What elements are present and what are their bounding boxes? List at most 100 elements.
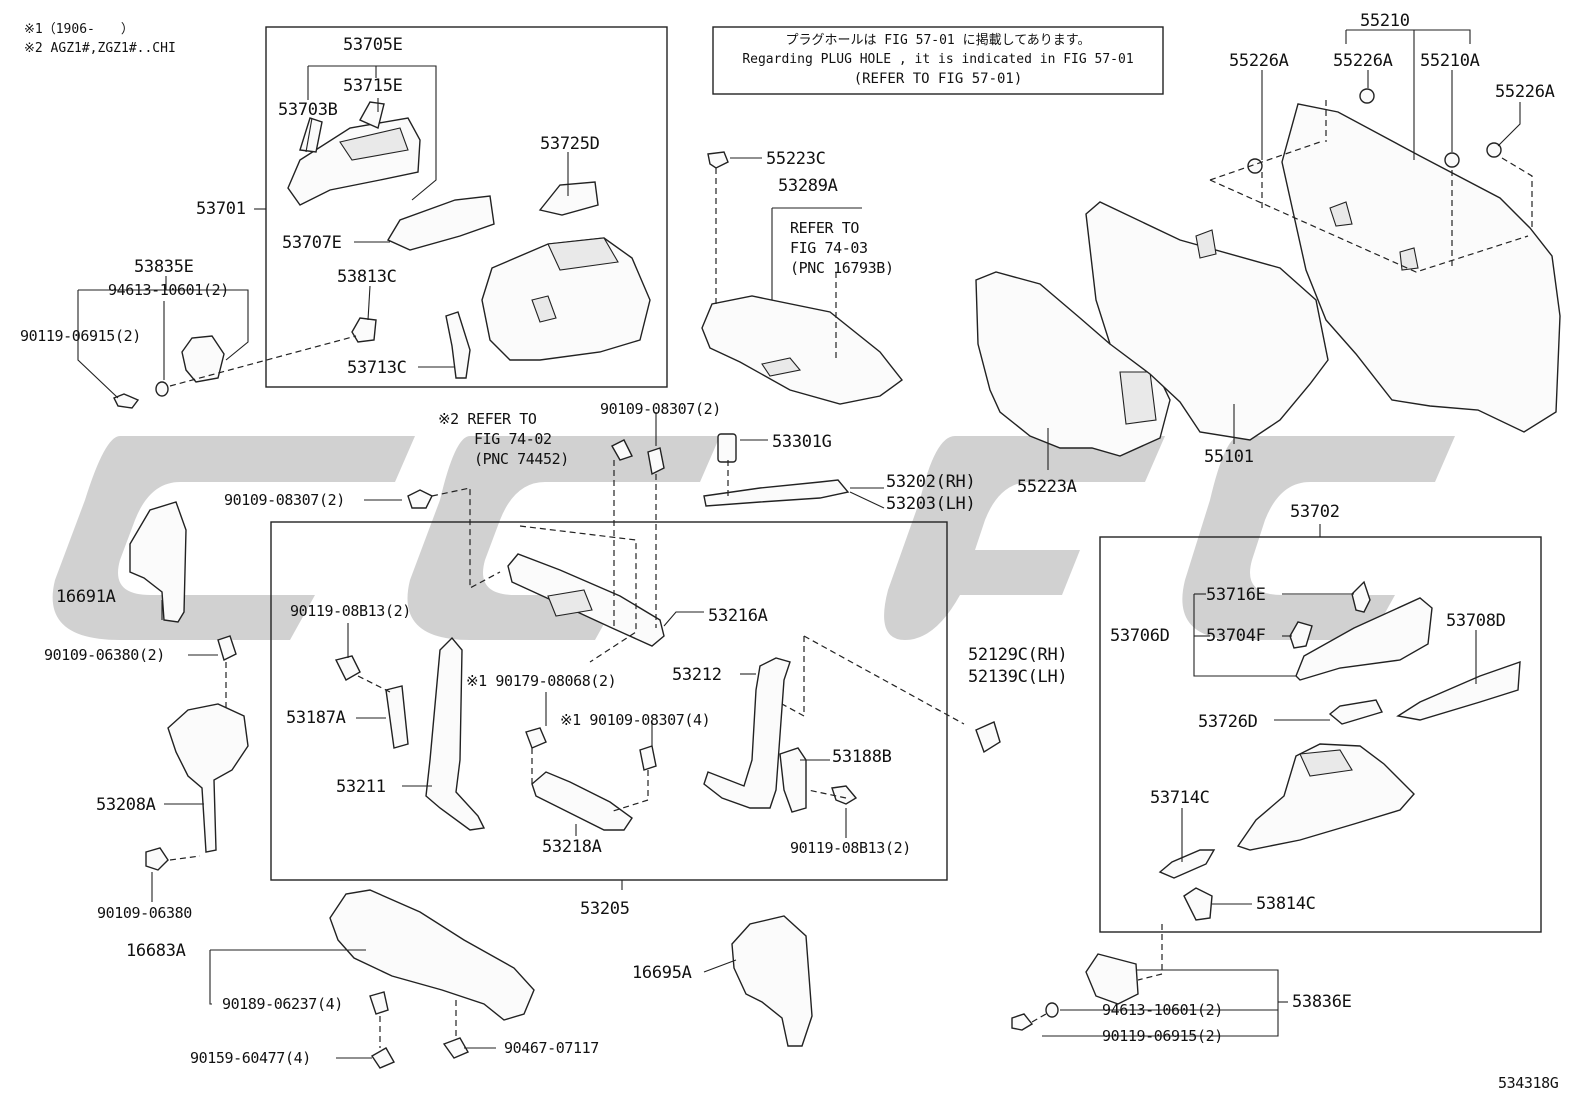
label-53716E: 53716E: [1206, 585, 1266, 605]
bracket-74-02-drawing: [611, 439, 633, 461]
apron-53702-drawing: [1236, 743, 1415, 851]
part-55210-drawing: [1281, 103, 1561, 433]
clip-90189-06237-drawing: [369, 991, 389, 1015]
part-53725D-drawing: [538, 181, 599, 216]
label-90119-06915-top: 90119-06915(2): [20, 327, 141, 345]
part-55223A-drawing: [975, 271, 1171, 457]
part-53202-drawing: [703, 479, 850, 507]
svg-text:REFER TO: REFER TO: [790, 219, 859, 237]
label-90467-07117: 90467-07117: [504, 1039, 599, 1057]
part-52129C-drawing: [975, 721, 1001, 754]
part-53706D-drawing: [1295, 597, 1433, 681]
watermark-logo: [52, 436, 1455, 640]
label-55226A-3: 55226A: [1495, 82, 1555, 102]
plug-hole-note: プラグホールは FIG 57-01 に掲載してあります。 Regarding P…: [712, 26, 1164, 95]
apron-drawing: [481, 237, 651, 361]
label-90159-60477: 90159-60477(4): [190, 1049, 311, 1067]
part-53813C-drawing: [351, 317, 377, 343]
clip-55223C-drawing: [707, 151, 729, 169]
label-55223A: 55223A: [1017, 477, 1077, 497]
svg-text:(PNC 74452): (PNC 74452): [474, 450, 569, 468]
part-labels: 53705E 53715E 53703B 53725D 53701 53707E…: [20, 11, 1559, 1092]
label-53708D: 53708D: [1446, 611, 1506, 631]
bolt-drawing: [113, 393, 140, 409]
bolt-90109-06380-b: [145, 847, 169, 871]
part-53211-drawing: [425, 636, 486, 831]
label-90109-08307-a: 90109-08307(2): [600, 400, 721, 418]
part-53289A-drawing: [701, 295, 903, 405]
part-53836E-drawing: [1085, 953, 1139, 1005]
label-90179-08068: ※1 90179-08068(2): [466, 672, 616, 690]
svg-text:FIG 74-02: FIG 74-02: [474, 430, 552, 448]
label-53836E: 53836E: [1292, 992, 1352, 1012]
label-53707E: 53707E: [282, 233, 342, 253]
label-55226A-1: 55226A: [1229, 51, 1289, 71]
label-53715E: 53715E: [343, 76, 403, 96]
leader-lines: [77, 29, 1521, 1059]
label-53218A: 53218A: [542, 837, 602, 857]
assembly-lines: [169, 100, 1533, 1048]
svg-text:プラグホールは FIG 57-01 に掲載してあります。: プラグホールは FIG 57-01 に掲載してあります。: [785, 32, 1090, 48]
label-94613-10601-bot: 94613-10601(2): [1102, 1001, 1223, 1019]
label-55210A: 55210A: [1420, 51, 1480, 71]
footnote-1: ※1（1906- ）: [24, 22, 134, 37]
nut-90179-08068-drawing: [525, 727, 547, 749]
clip-90159-60477-drawing: [371, 1047, 395, 1069]
washer-bottom-drawing: [1045, 1002, 1059, 1018]
label-53705E: 53705E: [343, 35, 403, 55]
label-16683A: 16683A: [126, 941, 186, 961]
label-90109-06380-2: 90109-06380(2): [44, 646, 165, 664]
svg-text:(REFER TO FIG 57-01): (REFER TO FIG 57-01): [854, 71, 1023, 87]
label-55226A-2: 55226A: [1333, 51, 1393, 71]
bolt-90109-08307-a: [647, 447, 665, 476]
bolt-90119-08B13-b: [831, 785, 858, 805]
refer-fig-74-02-note: ※2 REFER TO FIG 74-02 (PNC 74452): [438, 410, 569, 468]
refer-fig-74-03-note: REFER TO FIG 74-03 (PNC 16793B): [790, 219, 894, 277]
label-90119-08B13-b: 90119-08B13(2): [790, 839, 911, 857]
part-53188B-drawing: [779, 747, 807, 813]
label-53188B: 53188B: [832, 747, 892, 767]
label-53714C: 53714C: [1150, 788, 1210, 808]
label-53701: 53701: [196, 199, 246, 219]
part-53726D-drawing: [1328, 699, 1383, 725]
label-53212: 53212: [672, 665, 722, 685]
label-53835E: 53835E: [134, 257, 194, 277]
label-90109-06380: 90109-06380: [97, 904, 192, 922]
svg-text:Regarding PLUG HOLE , it is in: Regarding PLUG HOLE , it is indicated in…: [742, 52, 1133, 67]
part-53716E-drawing: [1351, 580, 1371, 613]
label-53289A: 53289A: [778, 176, 838, 196]
part-55101-drawing: [1085, 201, 1329, 441]
part-53714C-drawing: [1158, 849, 1216, 879]
label-53187A: 53187A: [286, 708, 346, 728]
part-53707E-drawing: [386, 195, 495, 251]
label-55101: 55101: [1204, 447, 1254, 467]
label-53706D: 53706D: [1110, 626, 1170, 646]
label-53704F: 53704F: [1206, 626, 1266, 646]
part-16683A-drawing: [329, 889, 535, 1021]
label-52129C: 52129C(RH): [968, 645, 1067, 665]
bolt-90109-08307-b: [407, 489, 433, 509]
label-53814C: 53814C: [1256, 894, 1316, 914]
label-16695A: 16695A: [632, 963, 692, 983]
label-90189-06237: 90189-06237(4): [222, 995, 343, 1013]
label-53703B: 53703B: [278, 100, 338, 120]
part-53212-drawing: [703, 657, 791, 809]
label-53205: 53205: [580, 899, 630, 919]
bolt-90119-08B13-a: [334, 655, 361, 681]
label-53301G: 53301G: [772, 432, 832, 452]
label-55223C: 55223C: [766, 149, 826, 169]
label-53702: 53702: [1290, 502, 1340, 522]
part-53835E-drawing: [181, 335, 225, 383]
part-53704F-drawing: [1289, 621, 1313, 649]
label-53208A: 53208A: [96, 795, 156, 815]
figure-id: 534318G: [1498, 1074, 1559, 1092]
label-53813C: 53813C: [337, 267, 397, 287]
label-53211: 53211: [336, 777, 386, 797]
svg-text:※2 REFER TO: ※2 REFER TO: [438, 410, 537, 428]
part-53218A-drawing: [531, 771, 633, 831]
label-53725D: 53725D: [540, 134, 600, 154]
label-53202: 53202(RH): [886, 472, 975, 492]
label-53726D: 53726D: [1198, 712, 1258, 732]
group-frame-53205: [270, 521, 948, 881]
